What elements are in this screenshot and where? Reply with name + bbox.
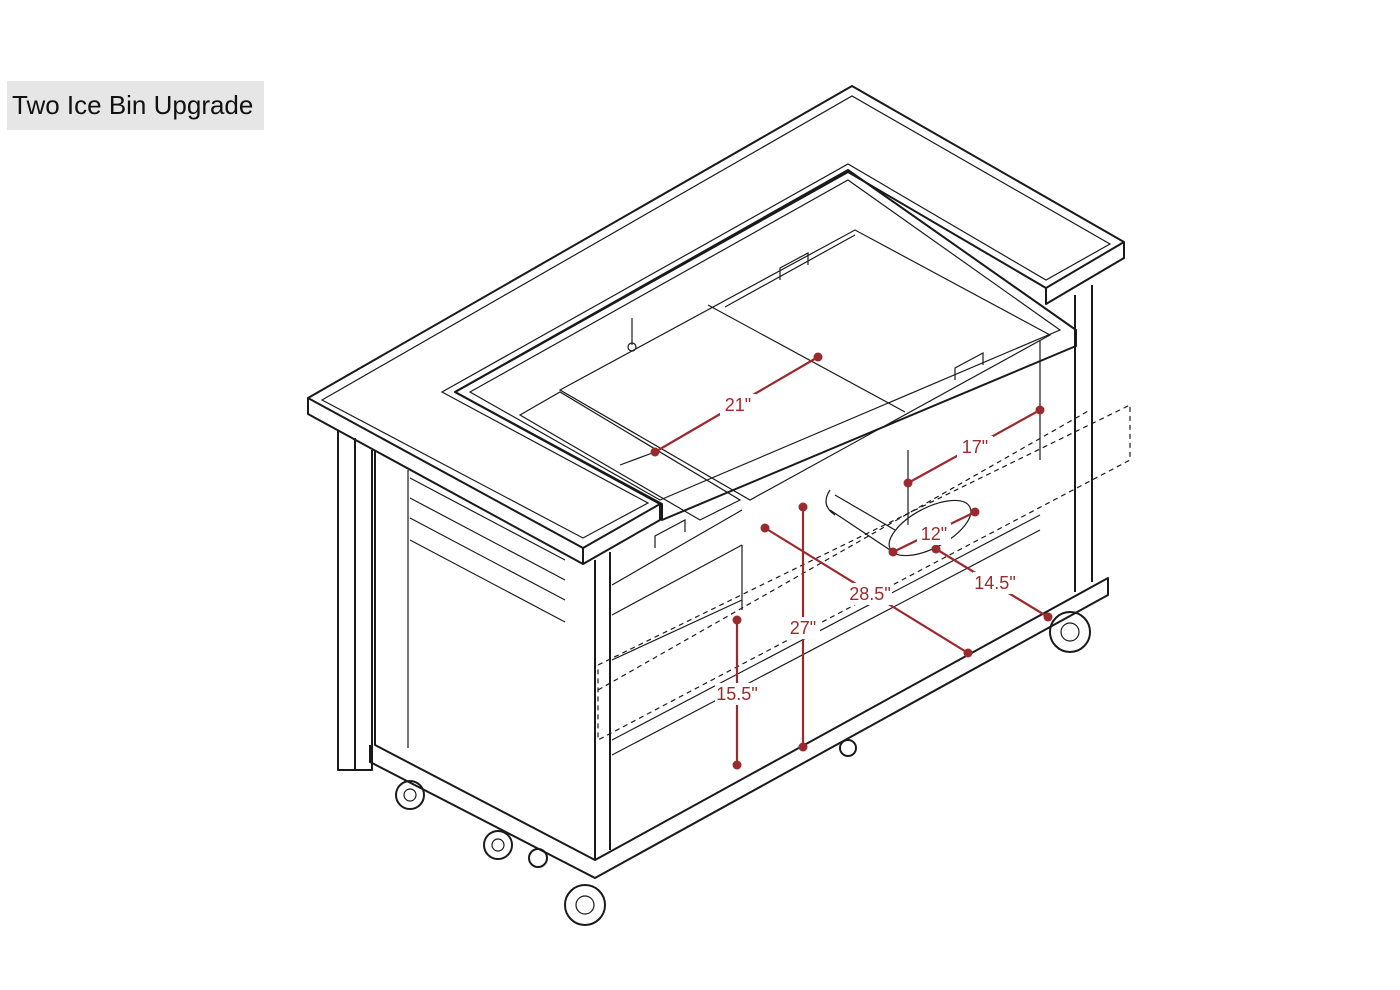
dimension-labels: 21" 17" 12" 14.5" 28.5" 27" 15.5" (715, 394, 1017, 705)
dim-interior-height: 27" (790, 618, 816, 638)
vent-slots (409, 477, 566, 623)
dim-bin-length: 21" (725, 395, 751, 415)
diagram-title: Two Ice Bin Upgrade (7, 81, 264, 130)
dim-cabinet-depth: 28.5" (849, 584, 890, 604)
counter-top (307, 85, 1125, 565)
dim-bin-width: 17" (962, 437, 988, 457)
caster-wheels (395, 611, 1091, 926)
dim-tank-diameter: 12" (921, 524, 947, 544)
cabinet-body (337, 285, 1131, 879)
dim-bin-depth: 15.5" (716, 684, 757, 704)
dimension-lines (650, 352, 1053, 770)
dim-tank-length: 14.5" (974, 573, 1015, 593)
ice-bin-opening (454, 169, 1077, 548)
